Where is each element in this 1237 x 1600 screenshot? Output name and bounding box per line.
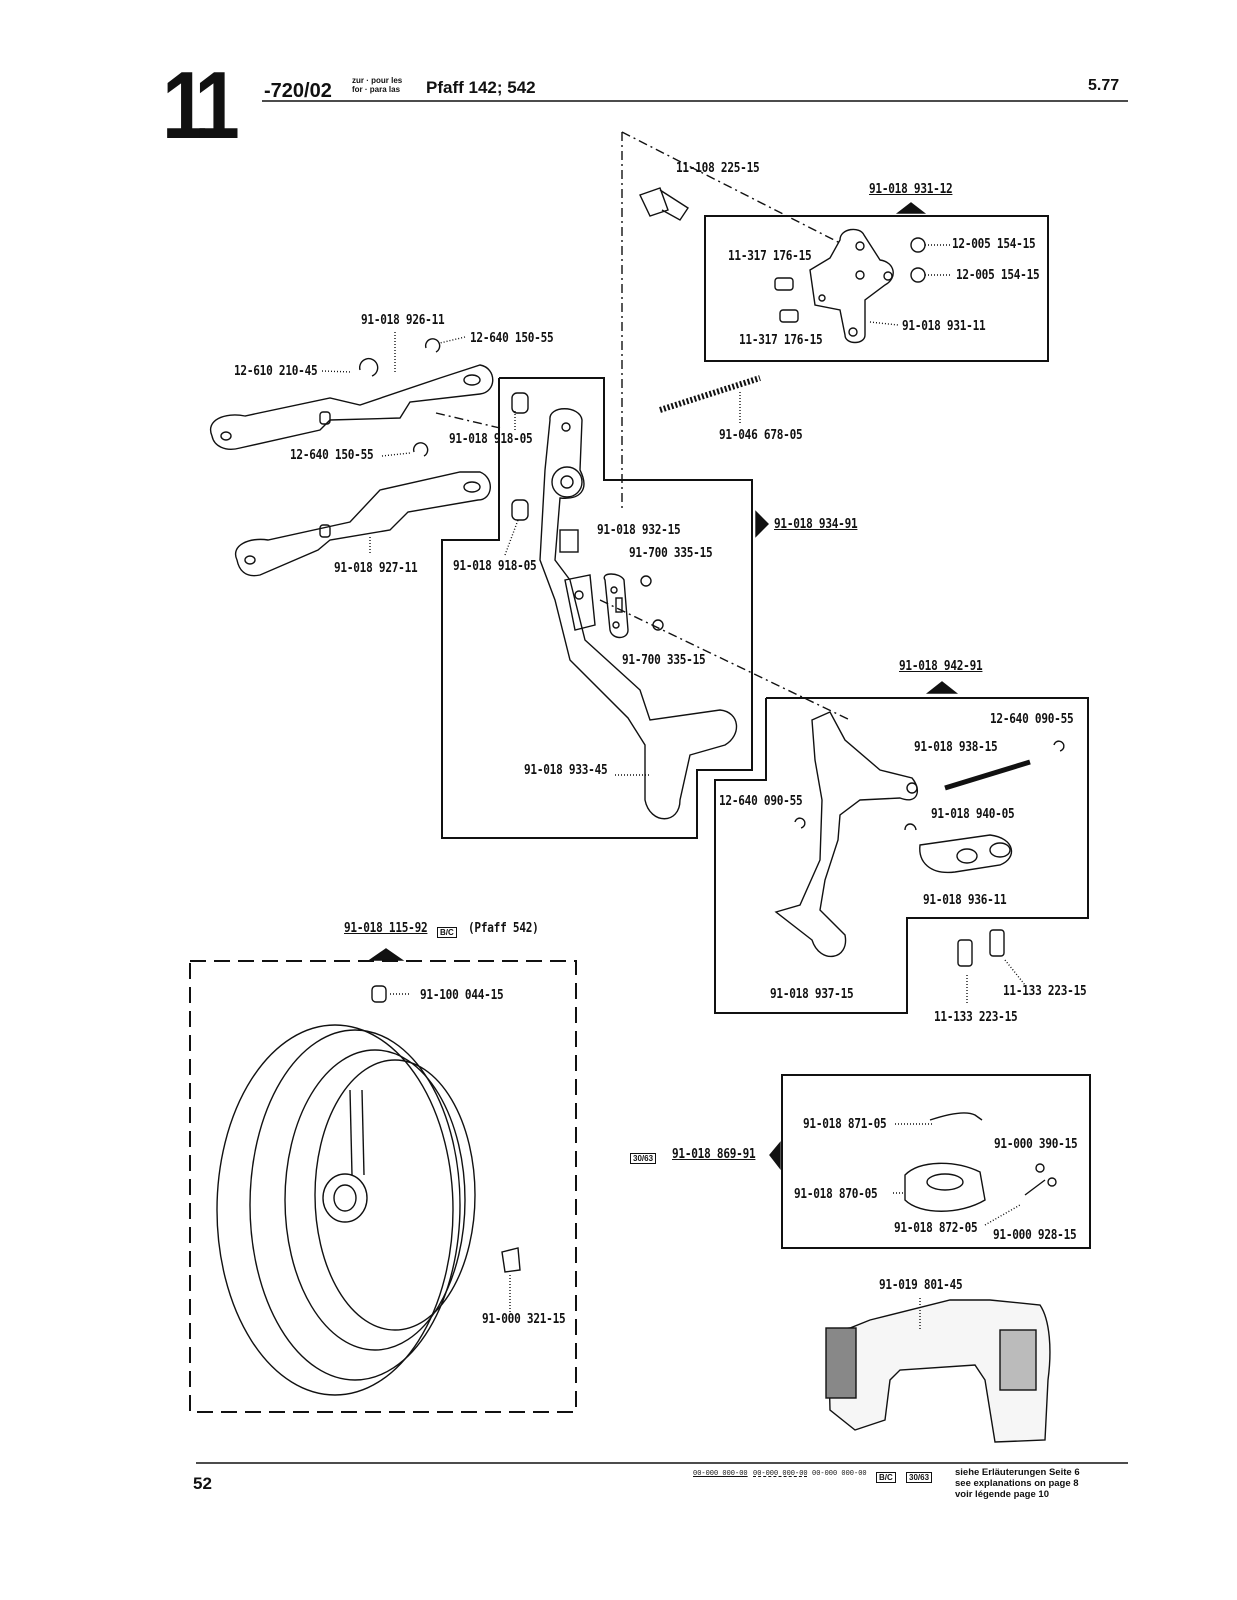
part-label: 91-018 870-05 [794,1186,878,1202]
part-label: 91-018 869-91 [672,1146,756,1162]
part-label: 91-019 801-45 [879,1277,963,1293]
prep-line-2: for · para las [352,85,401,94]
part-label: 91-018 871-05 [803,1116,887,1132]
part-label: 91-018 934-91 [774,516,858,532]
part-label: 91-018 931-12 [869,181,953,197]
part-label: 11-317 176-15 [739,332,823,348]
part-label: 91-000 390-15 [994,1136,1078,1152]
part-label: 91-018 918-05 [453,558,537,574]
part-label: 91-046 678-05 [719,427,803,443]
part-label: 12-640 150-55 [290,447,374,463]
page-group-number: 11 [162,52,240,159]
part-label: 91-018 918-05 [449,431,533,447]
series-code: -720/02 [264,80,332,102]
part-label: 91-018 927-11 [334,560,418,576]
part-label: 12-640 090-55 [719,793,803,809]
part-label: 91-018 926-11 [361,312,445,328]
part-label: 11-317 176-15 [728,248,812,264]
part-label: 12-005 154-15 [952,236,1036,252]
page-number: 52 [193,1474,212,1493]
part-label: 91-018 933-45 [524,762,608,778]
part-label: 12-640 150-55 [470,330,554,346]
issue-date: 5.77 [1088,77,1120,94]
part-label: 91-018 932-15 [597,522,681,538]
part-label: 12-610 210-45 [234,363,318,379]
legend-tag-bc: B/C [876,1467,898,1485]
part-label: 91-018 942-91 [899,658,983,674]
footer-note-fr: voir légende page 10 [955,1489,1049,1500]
part-label: 91-018 937-15 [770,986,854,1002]
part-label: 91-700 335-15 [622,652,706,668]
part-label: 11-133 223-15 [1003,983,1087,999]
legend-code-dashed: 00-000 000-00 [753,1470,808,1478]
part-label: 91-018 872-05 [894,1220,978,1236]
footer-note-de: siehe Erläuterungen Seite 6 [955,1467,1080,1478]
footer-note-en: see explanations on page 8 [955,1478,1079,1489]
part-label: 11-108 225-15 [676,160,760,176]
legend-tag-3063: 30/63 [906,1467,934,1485]
part-label: 91-018 931-11 [902,318,986,334]
part-label: 91-000 928-15 [993,1227,1077,1243]
legend-code-solid: 00-000 000-00 [693,1470,748,1478]
part-label: 91-700 335-15 [629,545,713,561]
tag-30-63: 30/63 [630,1148,658,1166]
part-label: 91-018 115-92 [344,920,428,936]
part-label: 91-000 321-15 [482,1311,566,1327]
part-label: 12-005 154-15 [956,267,1040,283]
part-label: 91-018 936-11 [923,892,1007,908]
part-label: 11-133 223-15 [934,1009,1018,1025]
part-label: 91-018 938-15 [914,739,998,755]
legend-code-plain: 00-000 000-00 [812,1470,867,1478]
bc-tag: B/C [437,922,459,940]
part-label: 91-018 940-05 [931,806,1015,822]
part-label: (Pfaff 542) [468,920,539,936]
part-label: 12-640 090-55 [990,711,1074,727]
machine-model: Pfaff 142; 542 [426,78,536,97]
part-label: 91-100 044-15 [420,987,504,1003]
prep-line-1: zur · pour les [352,76,403,85]
